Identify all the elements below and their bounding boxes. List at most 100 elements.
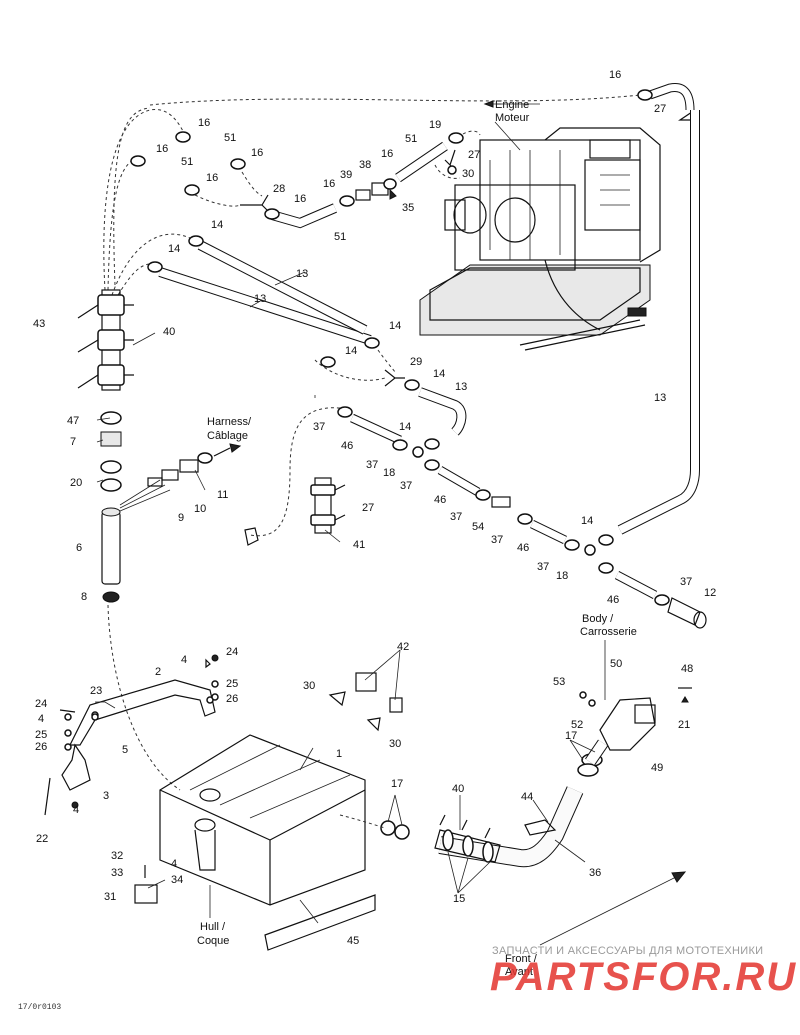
label-37: 37 [450, 511, 462, 523]
label-14: 14 [433, 368, 445, 380]
label-50: 50 [610, 658, 622, 670]
vent-lines [244, 406, 707, 629]
label-7: 7 [70, 436, 76, 448]
label-25: 25 [226, 678, 238, 690]
cablage-label: Câblage [207, 430, 248, 442]
label-51: 51 [334, 231, 346, 243]
label-23: 23 [90, 685, 102, 697]
label-37: 37 [537, 561, 549, 573]
label-31: 31 [104, 891, 116, 903]
label-16: 16 [156, 143, 168, 155]
label-51: 51 [405, 133, 417, 145]
fuel-pump-assembly [77, 289, 242, 791]
label-40: 40 [163, 326, 175, 338]
label-14: 14 [345, 345, 357, 357]
label-19: 19 [429, 119, 441, 131]
label-43: 43 [33, 318, 45, 330]
label-17: 17 [391, 778, 403, 790]
label-48: 48 [681, 663, 693, 675]
label-15: 15 [453, 893, 465, 905]
label-27: 27 [468, 149, 480, 161]
label-54: 54 [472, 521, 484, 533]
body-label: Body / [582, 613, 614, 625]
label-14: 14 [399, 421, 411, 433]
label-22: 22 [36, 833, 48, 845]
label-32: 32 [111, 850, 123, 862]
hardware [64, 654, 692, 904]
label-44: 44 [521, 791, 533, 803]
label-46: 46 [434, 494, 446, 506]
label-3: 3 [103, 790, 109, 802]
label-9: 9 [178, 512, 184, 524]
coque-label: Coque [197, 935, 229, 947]
label-41: 41 [353, 539, 365, 551]
label-14: 14 [389, 320, 401, 332]
label-46: 46 [341, 440, 353, 452]
label-13: 13 [455, 381, 467, 393]
label-14: 14 [581, 515, 593, 527]
label-46: 46 [607, 594, 619, 606]
engine-label: Engine [495, 99, 529, 111]
label-38: 38 [359, 159, 371, 171]
label-1: 1 [336, 748, 342, 760]
label-40: 40 [452, 783, 464, 795]
avant-label: Avant [505, 966, 533, 978]
hull-label: Hull / [200, 921, 226, 933]
front-arrow [539, 871, 687, 946]
label-16: 16 [294, 193, 306, 205]
engine-illustration [419, 127, 661, 351]
label-16: 16 [381, 148, 393, 160]
label-12: 12 [704, 587, 716, 599]
label-53: 53 [553, 676, 565, 688]
label-8: 8 [81, 591, 87, 603]
label-26: 26 [226, 693, 238, 705]
label-27: 27 [654, 103, 666, 115]
label-30: 30 [303, 680, 315, 692]
label-16: 16 [198, 117, 210, 129]
label-52: 52 [571, 719, 583, 731]
upper-hoses [103, 82, 700, 301]
label-37: 37 [491, 534, 503, 546]
label-4: 4 [171, 858, 177, 870]
label-14: 14 [168, 243, 180, 255]
label-34: 34 [171, 874, 183, 886]
label-17: 17 [565, 730, 577, 742]
drawing-code: 17/0r0103 [18, 1003, 62, 1012]
label-42: 42 [397, 641, 409, 653]
label-37: 37 [313, 421, 325, 433]
label-35: 35 [402, 202, 414, 214]
label-16: 16 [609, 69, 621, 81]
label-10: 10 [194, 503, 206, 515]
label-16: 16 [206, 172, 218, 184]
label-11: 11 [217, 489, 228, 501]
watermark-tagline: ЗАПЧАСТИ И АКСЕССУАРЫ ДЛЯ МОТОТЕХНИКИ [492, 945, 764, 957]
label-4: 4 [38, 713, 44, 725]
label-14: 14 [211, 219, 223, 231]
label-33: 33 [111, 867, 123, 879]
label-5: 5 [122, 744, 128, 756]
label-30: 30 [462, 168, 474, 180]
label-21: 21 [678, 719, 690, 731]
label-13: 13 [654, 392, 666, 404]
label-4: 4 [181, 654, 187, 666]
label-26: 26 [35, 741, 47, 753]
label-18: 18 [383, 467, 395, 479]
leader-lines [95, 271, 596, 924]
label-20: 20 [70, 477, 82, 489]
label-6: 6 [76, 542, 82, 554]
label-46: 46 [517, 542, 529, 554]
label-24: 24 [226, 646, 238, 658]
label-49: 49 [651, 762, 663, 774]
label-37: 37 [400, 480, 412, 492]
callout-labels: Engine Moteur Harness/ Câblage Body / Ca… [197, 99, 637, 978]
label-28: 28 [273, 183, 285, 195]
label-16: 16 [323, 178, 335, 190]
label-47: 47 [67, 415, 79, 427]
fuel-tank [159, 734, 376, 951]
filler-neck [339, 640, 656, 868]
front-label: Front / [505, 953, 538, 965]
label-51: 51 [224, 132, 236, 144]
label-37: 37 [366, 459, 378, 471]
label-25: 25 [35, 729, 47, 741]
